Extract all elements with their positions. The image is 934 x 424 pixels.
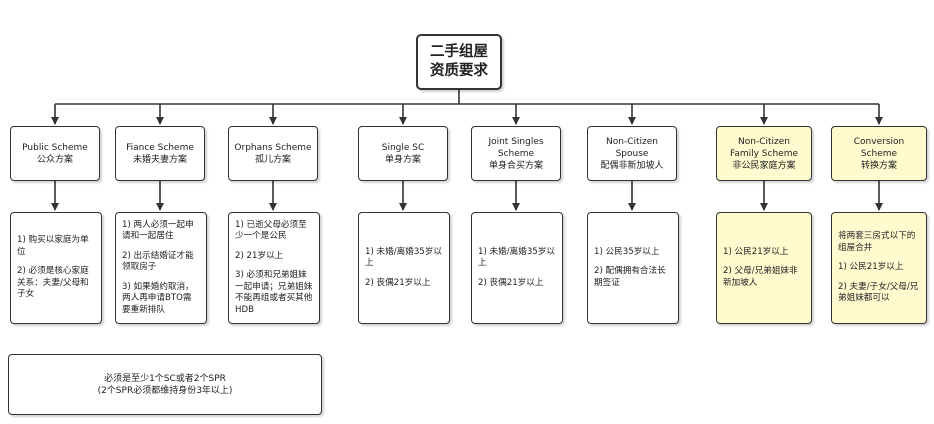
scheme-name-en: Joint Singles Scheme <box>488 136 544 159</box>
detail-item: 2) 出示结婚证才能领取房子 <box>122 250 194 273</box>
note-line1: 必须是至少1个SC或者2个SPR <box>104 373 226 384</box>
scheme-name-zh: 转换方案 <box>860 160 897 171</box>
requirement-note: 必须是至少1个SC或者2个SPR (2个SPR必须都维持身份3年以上) <box>8 354 322 415</box>
detail-item: 1) 未婚/离婚35岁以上 <box>478 246 555 269</box>
detail-item: 1) 购买以家庭为单位 <box>17 235 89 257</box>
scheme-name-zh: 未婚夫妻方案 <box>132 154 187 165</box>
scheme-head-single-sc: Single SC 单身方案 <box>358 126 448 181</box>
scheme-name-en: Non-Citizen Spouse <box>606 136 658 159</box>
scheme-head-non-citizen-spouse: Non-Citizen Spouse 配偶非新加坡人 <box>587 126 677 181</box>
scheme-name-zh: 单身方案 <box>384 154 421 165</box>
note-line2: (2个SPR必须都维持身份3年以上) <box>97 385 233 396</box>
detail-item: 将两套三房式以下的组屋合并 <box>838 231 916 253</box>
scheme-details-non-citizen-family: 1) 公民21岁以上 2) 父母/兄弟姐妹非新加坡人 <box>716 212 812 324</box>
detail-item: 1) 公民21岁以上 <box>838 262 904 273</box>
scheme-name-en: Public Scheme <box>22 142 88 153</box>
scheme-details-fiance: 1) 两人必须一起申请和一起居住 2) 出示结婚证才能领取房子 3) 如果婚约取… <box>115 212 207 324</box>
detail-item: 2) 配偶拥有合法长期签证 <box>594 266 666 288</box>
scheme-name-zh: 非公民家庭方案 <box>732 160 796 171</box>
scheme-head-conversion: Conversion Scheme 转换方案 <box>831 126 927 181</box>
scheme-name-en: Non-Citizen Family Scheme <box>729 136 799 159</box>
detail-item: 3) 如果婚约取消，两人再申请BTO需要重新排队 <box>122 281 194 315</box>
scheme-name-en: Fiance Scheme <box>126 142 194 153</box>
root-node: 二手组屋 资质要求 <box>416 34 502 90</box>
detail-item: 2) 必须是核心家庭关系：夫妻/父母和子女 <box>17 266 89 300</box>
scheme-details-conversion: 将两套三房式以下的组屋合并 1) 公民21岁以上 2) 夫妻/子女/父母/兄弟姐… <box>831 212 927 324</box>
detail-item: 1) 两人必须一起申请和一起居住 <box>122 219 194 242</box>
scheme-head-orphans: Orphans Scheme 孤儿方案 <box>228 126 318 181</box>
scheme-details-public: 1) 购买以家庭为单位 2) 必须是核心家庭关系：夫妻/父母和子女 <box>10 212 102 324</box>
scheme-head-non-citizen-family: Non-Citizen Family Scheme 非公民家庭方案 <box>716 126 812 181</box>
scheme-name-en: Orphans Scheme <box>234 142 312 153</box>
scheme-head-fiance: Fiance Scheme 未婚夫妻方案 <box>115 126 205 181</box>
scheme-head-public: Public Scheme 公众方案 <box>10 126 100 181</box>
detail-item: 1) 已逝父母必须至少一个是公民 <box>235 219 307 242</box>
detail-item: 2) 21岁以上 <box>235 250 284 261</box>
scheme-name-en: Conversion Scheme <box>853 136 905 159</box>
scheme-name-en: Single SC <box>381 142 425 153</box>
detail-item: 2) 父母/兄弟姐妹非新加坡人 <box>723 266 798 288</box>
detail-item: 3) 必须和兄弟姐妹一起申请；兄弟姐妹不能再组或者买其他HDB <box>235 270 313 315</box>
scheme-name-zh: 单身合买方案 <box>488 160 543 171</box>
detail-item: 2) 丧偶21岁以上 <box>478 277 544 288</box>
scheme-head-joint-singles: Joint Singles Scheme 单身合买方案 <box>471 126 561 181</box>
scheme-name-zh: 配偶非新加坡人 <box>600 160 664 171</box>
scheme-name-zh: 孤儿方案 <box>254 154 291 165</box>
scheme-details-orphans: 1) 已逝父母必须至少一个是公民 2) 21岁以上 3) 必须和兄弟姐妹一起申请… <box>228 212 320 324</box>
detail-item: 1) 公民35岁以上 <box>594 246 660 257</box>
detail-item: 1) 未婚/离婚35岁以上 <box>365 246 442 269</box>
detail-item: 2) 丧偶21岁以上 <box>365 277 431 288</box>
scheme-details-joint-singles: 1) 未婚/离婚35岁以上 2) 丧偶21岁以上 <box>471 212 563 324</box>
scheme-details-single-sc: 1) 未婚/离婚35岁以上 2) 丧偶21岁以上 <box>358 212 450 324</box>
root-title-line1: 二手组屋 <box>430 44 488 60</box>
scheme-name-zh: 公众方案 <box>36 154 73 165</box>
detail-item: 2) 夫妻/子女/父母/兄弟姐妹都可以 <box>838 281 919 304</box>
root-title-line2: 资质要求 <box>430 63 488 79</box>
detail-item: 1) 公民21岁以上 <box>723 246 789 257</box>
scheme-details-non-citizen-spouse: 1) 公民35岁以上 2) 配偶拥有合法长期签证 <box>587 212 679 324</box>
